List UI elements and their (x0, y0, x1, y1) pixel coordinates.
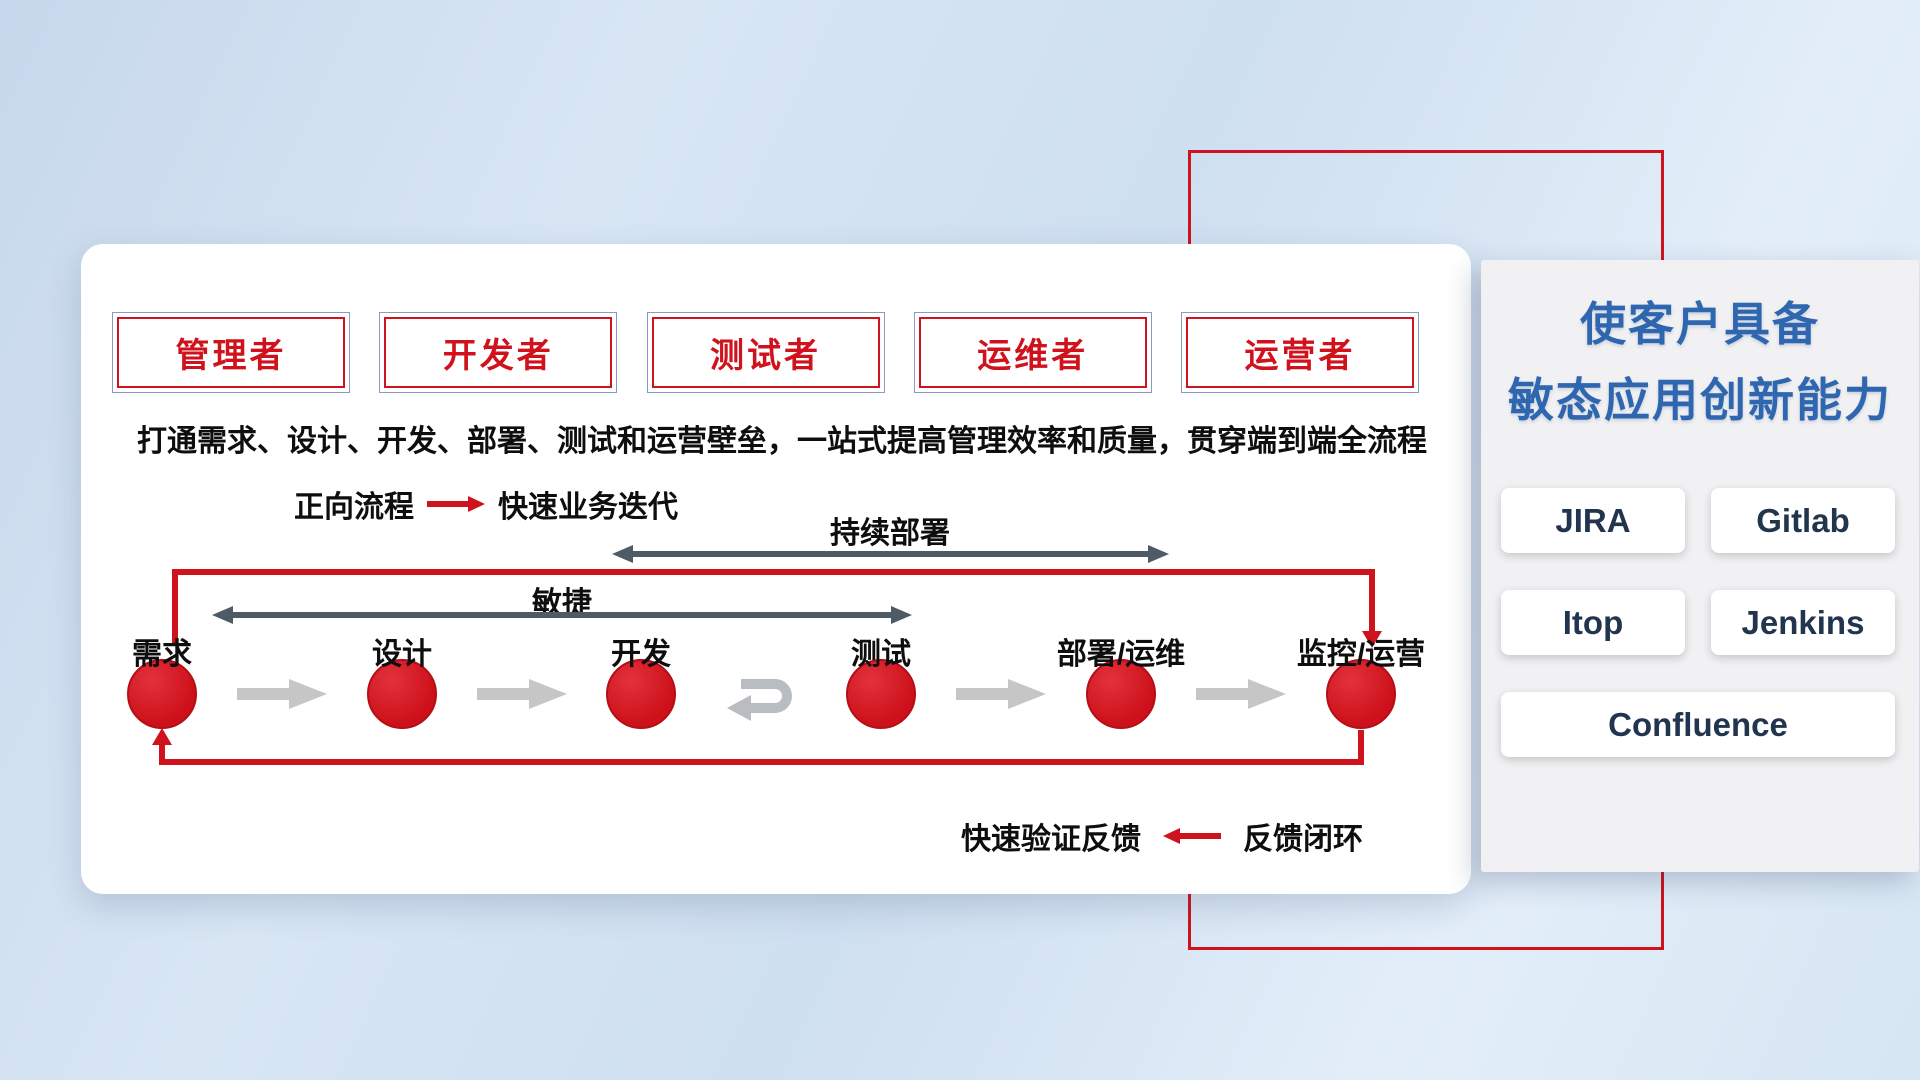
stage-node-design (367, 659, 437, 729)
role-label: 管理者 (117, 317, 345, 388)
flow-arrow-icon (1196, 679, 1286, 709)
forward-legend: 正向流程 快速业务迭代 (294, 482, 678, 526)
tools-grid: JIRA Gitlab Itop Jenkins Confluence (1501, 488, 1895, 757)
red-left-arrow-icon (1163, 828, 1221, 844)
panel-title-line1: 使客户具备 (1580, 298, 1820, 350)
stage-label-monitor-op: 监控/运营 (1296, 638, 1426, 671)
stage-label-requirements: 需求 (132, 638, 192, 671)
role-box-developer: 开发者 (379, 312, 618, 393)
stage-label-test: 测试 (851, 638, 911, 671)
flow-arrow-icon (956, 679, 1046, 709)
panel-title: 使客户具备 敏态应用创新能力 (1481, 286, 1919, 438)
tool-chip-jenkins: Jenkins (1711, 590, 1895, 655)
forward-legend-label: 正向流程 (294, 491, 414, 524)
roles-row: 管理者 开发者 测试者 运维者 运营者 (81, 312, 1471, 393)
continuous-deploy-span-arrow-icon (612, 545, 1169, 563)
forward-legend-desc: 快速业务迭代 (498, 491, 678, 524)
tool-chip-confluence: Confluence (1501, 692, 1895, 757)
tool-chip-gitlab: Gitlab (1711, 488, 1895, 553)
role-label: 开发者 (384, 317, 613, 388)
capability-panel: 使客户具备 敏态应用创新能力 JIRA Gitlab Itop Jenkins … (1481, 260, 1919, 872)
role-box-operator: 运营者 (1181, 312, 1419, 393)
stage-node-develop (606, 659, 676, 729)
stage-node-deploy-ops (1086, 659, 1156, 729)
stage-node-test (846, 659, 916, 729)
role-label: 运营者 (1186, 317, 1414, 388)
devops-flow-card: 管理者 开发者 测试者 运维者 运营者 打通需求、设计、开发、部署、测试和运营壁… (81, 244, 1471, 894)
agile-span-arrow-icon (212, 606, 912, 624)
iterate-loop-icon (727, 679, 792, 721)
red-right-arrow-icon (427, 496, 485, 512)
feedback-legend: 快速验证反馈 反馈闭环 (961, 814, 1363, 858)
feedback-legend-label: 快速验证反馈 (961, 823, 1141, 856)
role-box-ops: 运维者 (913, 312, 1152, 393)
role-box-tester: 测试者 (646, 312, 885, 393)
role-box-manager: 管理者 (112, 312, 350, 393)
tool-chip-itop: Itop (1501, 590, 1685, 655)
role-label: 运维者 (918, 317, 1147, 388)
panel-title-line2: 敏态应用创新能力 (1508, 374, 1892, 426)
stage-label-design: 设计 (372, 638, 432, 671)
card-subtitle: 打通需求、设计、开发、部署、测试和运营壁垒，一站式提高管理效率和质量，贯穿端到端… (137, 425, 1427, 458)
feedback-legend-desc: 反馈闭环 (1243, 823, 1363, 856)
role-label: 测试者 (651, 317, 880, 388)
stage-label-deploy-ops: 部署/运维 (1056, 638, 1186, 671)
flow-arrow-icon (477, 679, 567, 709)
flow-arrow-icon (237, 679, 327, 709)
stage-label-develop: 开发 (611, 638, 671, 671)
continuous-deploy-label: 持续部署 (830, 517, 950, 550)
tool-chip-jira: JIRA (1501, 488, 1685, 553)
stage-node-monitor-op (1326, 659, 1396, 729)
